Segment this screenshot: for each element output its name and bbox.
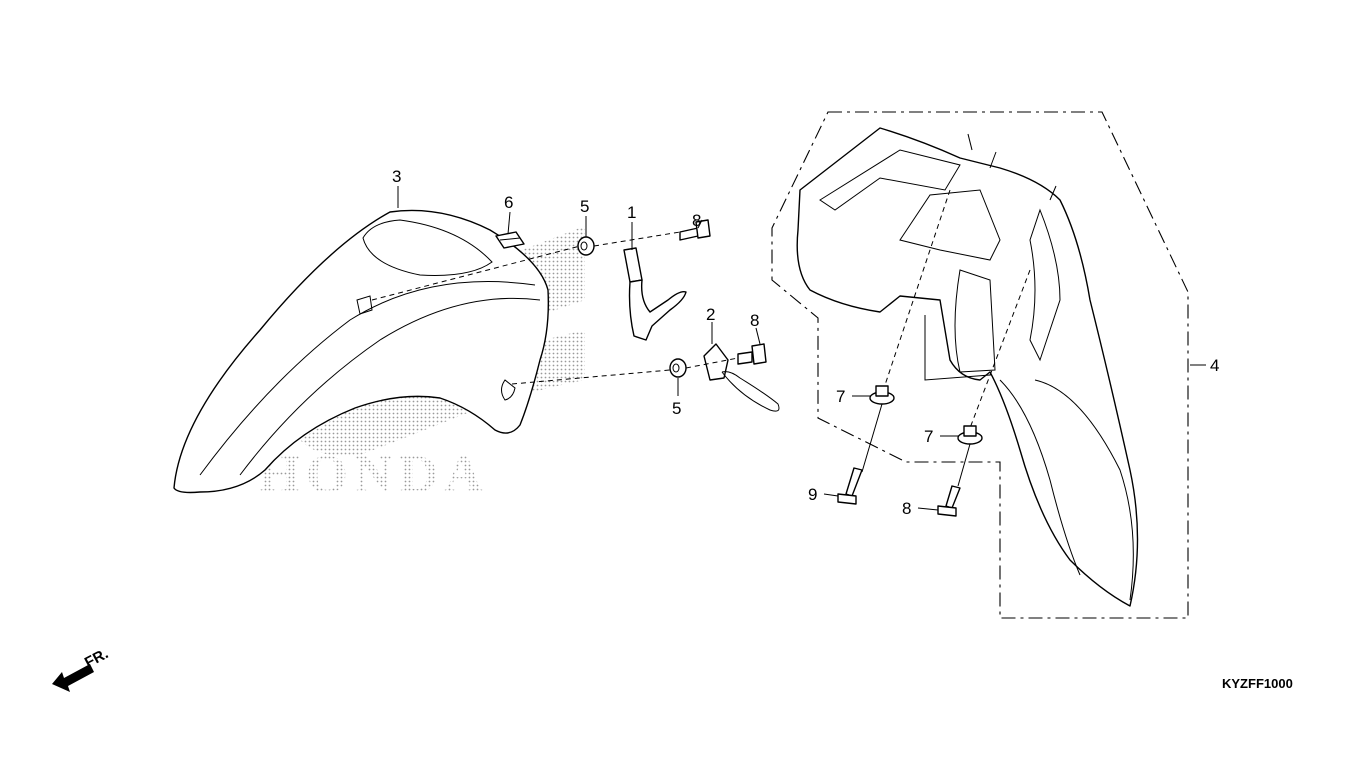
clip-nut-part-6	[495, 231, 525, 249]
bolt-part-8-lower	[937, 443, 971, 517]
grommet-part-5-upper	[577, 236, 595, 256]
collar-part-7-right	[957, 425, 983, 445]
collar-part-7-left	[869, 385, 895, 405]
callout-5-lower: 5	[672, 399, 681, 418]
front-direction-arrow: FR.	[52, 645, 111, 692]
diagram-code: KYZFF1000	[1222, 676, 1293, 691]
callout-3: 3	[392, 167, 401, 186]
callout-9: 9	[808, 485, 817, 504]
callout-5-upper: 5	[580, 197, 589, 216]
callout-6: 6	[504, 193, 513, 212]
bolt-part-8-middle	[737, 343, 767, 365]
grommet-part-5-lower	[669, 358, 687, 378]
bracket-part-1	[593, 231, 687, 341]
honda-watermark-text: HONDA	[258, 444, 489, 504]
callout-4: 4	[1210, 356, 1219, 375]
callout-8-lower: 8	[902, 499, 911, 518]
callout-1: 1	[627, 203, 636, 222]
callout-7-right: 7	[924, 427, 933, 446]
callout-numbers: 3 6 5 1 8 2 8 5 7 7 9 8 4	[392, 167, 1219, 518]
assembly-boundary-part-4	[771, 111, 1189, 619]
front-fender-part-3	[173, 209, 549, 494]
callout-leaders	[397, 186, 1206, 511]
callout-2: 2	[706, 305, 715, 324]
arrow-icon	[52, 664, 94, 692]
inner-fender-part-4	[796, 127, 1139, 607]
callout-8-middle: 8	[750, 311, 759, 330]
bolt-part-9	[837, 403, 883, 505]
callout-7-left: 7	[836, 387, 845, 406]
bracket-part-2	[685, 343, 780, 412]
callout-8-upper: 8	[692, 211, 701, 230]
